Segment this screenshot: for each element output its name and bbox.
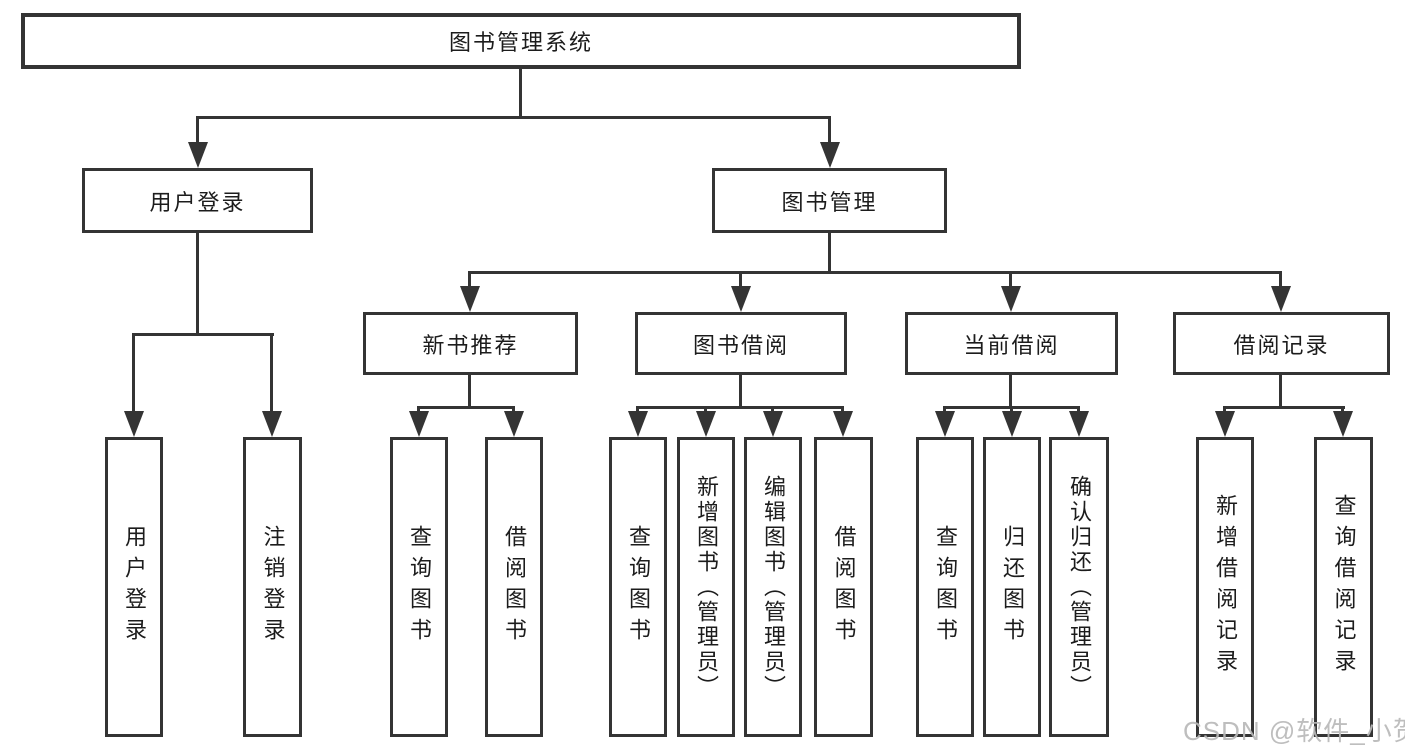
node-label: 图书管理系统: [448, 30, 593, 55]
connector-leaf-shaft: [270, 333, 273, 414]
connector-bb-rail: [636, 406, 844, 409]
arrowhead-cb-query-books: [935, 411, 955, 437]
connector-user-login-rail: [132, 333, 274, 336]
node-label: 借阅记录: [1233, 332, 1330, 358]
arrowhead-br-query-record: [1333, 411, 1353, 437]
connector-br-stem: [1279, 375, 1282, 408]
arrowhead-bb-add-books: [696, 411, 716, 437]
leaf-label: 查询图书: [626, 525, 651, 649]
connector-leaf-shaft: [417, 406, 420, 415]
leaf-label: 借阅图书: [502, 525, 527, 649]
leaf-bb-edit-books-admin: 编辑图书（管理员）: [744, 437, 802, 737]
connector-submodule-shaft: [1009, 271, 1012, 289]
leaf-user-login: 用户登录: [105, 437, 163, 737]
arrowhead-bb-borrow-books: [833, 411, 853, 437]
csdn-watermark: CSDN @软件_小贺同学: [1183, 716, 1405, 746]
connector-submodule-shaft: [468, 271, 471, 289]
leaf-label: 归还图书: [1000, 525, 1025, 649]
connector-leaf-shaft: [1010, 406, 1013, 415]
connector-root-rail: [196, 116, 831, 119]
connector-submodule-shaft: [1279, 271, 1282, 289]
arrowhead-nb-query-books: [409, 411, 429, 437]
leaf-label: 新增图书（管理员）: [694, 474, 719, 700]
arrowhead-borrowing-records: [1271, 286, 1291, 312]
leaf-nb-query-books: 查询图书: [390, 437, 448, 737]
node-label: 新书推荐: [422, 332, 519, 358]
arrowhead-cb-return-books: [1002, 411, 1022, 437]
leaf-label: 借阅图书: [831, 525, 857, 649]
arrowhead-user-login: [188, 142, 208, 168]
leaf-label: 新增借阅记录: [1213, 494, 1238, 680]
node-label: 图书管理: [781, 189, 878, 215]
node-book-borrowing: 图书借阅: [635, 312, 847, 375]
connector-leaf-shaft: [1077, 406, 1080, 415]
leaf-nb-borrow-books: 借阅图书: [485, 437, 543, 737]
leaf-br-add-record: 新增借阅记录: [1196, 437, 1254, 737]
leaf-label: 查询借阅记录: [1331, 494, 1357, 680]
arrowhead-book-management: [820, 142, 840, 168]
connector-leaf-shaft: [512, 406, 515, 415]
connector-book-management-shaft: [828, 116, 831, 146]
leaf-logout: 注销登录: [243, 437, 302, 737]
node-label: 图书借阅: [692, 332, 789, 358]
connector-cb-stem: [1009, 375, 1012, 408]
connector-nb-stem: [468, 375, 471, 408]
node-user-login: 用户登录: [82, 168, 313, 233]
connector-leaf-shaft: [1341, 406, 1344, 415]
node-book-management: 图书管理: [712, 168, 947, 233]
arrowhead-nb-borrow-books: [504, 411, 524, 437]
leaf-cb-return-books: 归还图书: [983, 437, 1041, 737]
leaf-label: 编辑图书（管理员）: [761, 474, 786, 700]
arrowhead-bb-query-books: [628, 411, 648, 437]
leaf-bb-borrow-books: 借阅图书: [814, 437, 873, 737]
node-borrowing-records: 借阅记录: [1173, 312, 1390, 375]
connector-submodule-shaft: [739, 271, 742, 289]
connector-leaf-shaft: [943, 406, 946, 415]
arrowhead-current-borrowing: [1001, 286, 1021, 312]
leaf-label: 注销登录: [260, 525, 286, 649]
node-label: 当前借阅: [963, 332, 1060, 358]
connector-leaf-shaft: [1223, 406, 1226, 415]
connector-root-stem: [519, 69, 522, 118]
connector-leaf-shaft: [636, 406, 639, 415]
arrowhead-bb-edit-books: [763, 411, 783, 437]
connector-book-management-rail: [468, 271, 1282, 274]
connector-book-management-stem: [828, 233, 831, 273]
leaf-br-query-record: 查询借阅记录: [1314, 437, 1373, 737]
connector-leaf-shaft: [132, 333, 135, 414]
connector-user-login-shaft: [196, 116, 199, 146]
node-label: 用户登录: [149, 189, 246, 215]
connector-user-login-stem: [196, 233, 199, 335]
node-current-borrowing: 当前借阅: [905, 312, 1118, 375]
connector-leaf-shaft: [704, 406, 707, 415]
node-library-management-system: 图书管理系统: [21, 13, 1021, 69]
node-new-book-recommend: 新书推荐: [363, 312, 578, 375]
arrowhead-book-borrowing: [731, 286, 751, 312]
connector-leaf-shaft: [771, 406, 774, 415]
arrowhead-br-add-record: [1215, 411, 1235, 437]
leaf-cb-confirm-return-admin: 确认归还（管理员）: [1049, 437, 1109, 737]
leaf-label: 确认归还（管理员）: [1067, 474, 1092, 700]
arrowhead-new-book-recommend: [460, 286, 480, 312]
connector-leaf-shaft: [841, 406, 844, 415]
connector-nb-rail: [417, 406, 515, 409]
connector-bb-stem: [739, 375, 742, 408]
leaf-label: 查询图书: [407, 525, 432, 649]
arrowhead-leaf-logout: [262, 411, 282, 437]
arrowhead-leaf-user-login: [124, 411, 144, 437]
leaf-label: 查询图书: [933, 525, 958, 649]
leaf-label: 用户登录: [122, 525, 147, 649]
leaf-bb-query-books: 查询图书: [609, 437, 667, 737]
leaf-bb-add-books-admin: 新增图书（管理员）: [677, 437, 735, 737]
connector-br-rail: [1223, 406, 1345, 409]
leaf-cb-query-books: 查询图书: [916, 437, 974, 737]
arrowhead-cb-confirm-return: [1069, 411, 1089, 437]
